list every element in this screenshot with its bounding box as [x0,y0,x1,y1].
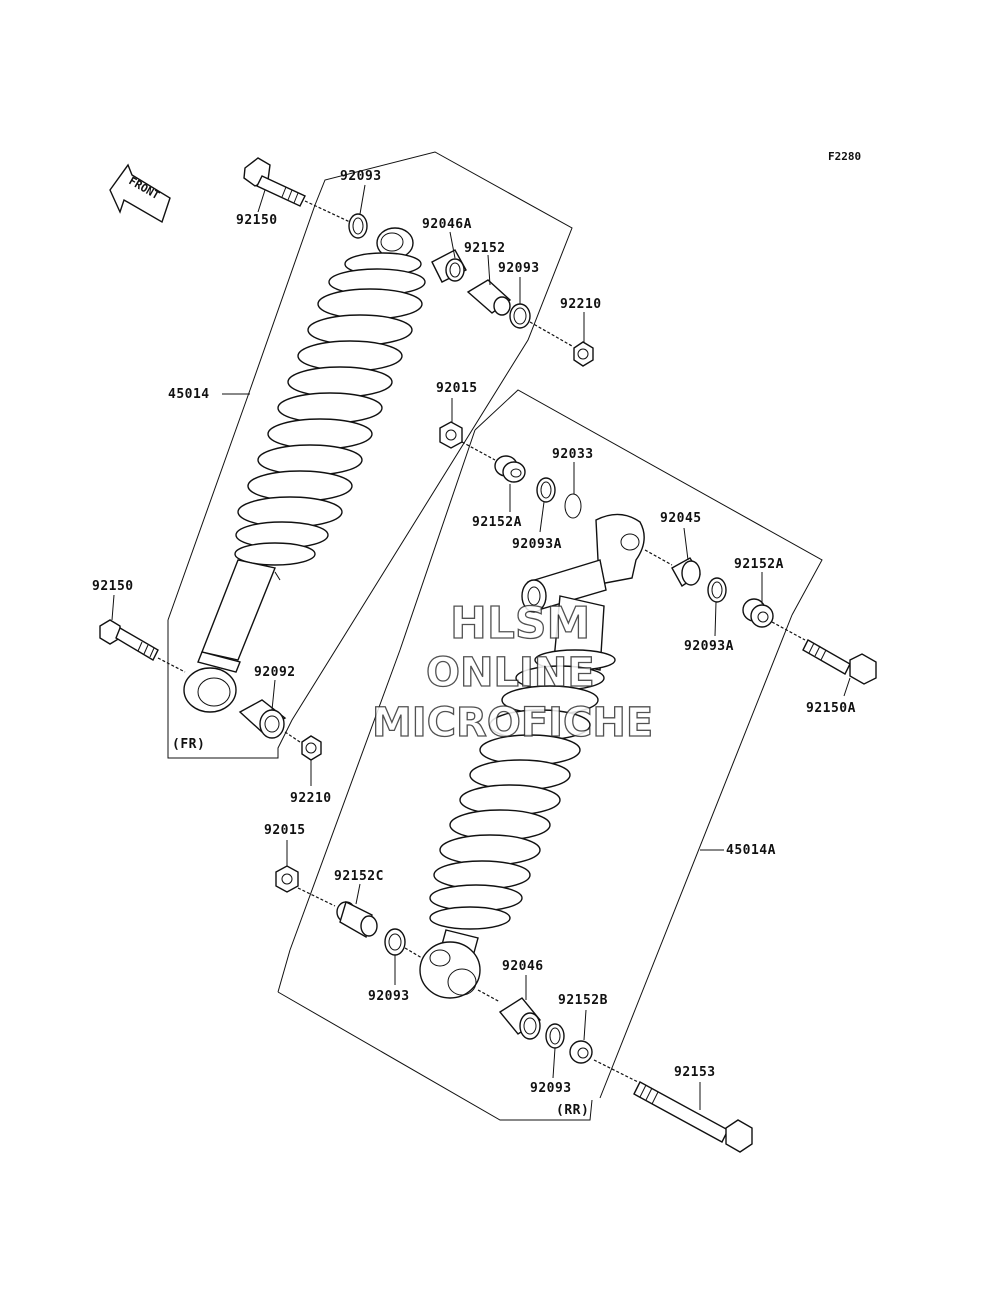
label-rear-shock: 45014A [726,843,776,858]
rear-bottom-nut [275,865,299,893]
front-coil-spring [234,252,426,566]
front-bottom-eye [183,667,237,713]
front-shock-body [197,559,281,673]
front-top-collar [466,279,512,316]
label-front-shock: 45014 [168,387,210,402]
front-direction-arrow-icon: FRONT [109,163,171,224]
front-bottom-bolt [99,619,186,673]
rear-top-collar-right [742,598,774,628]
front-bottom-bushing [238,699,287,739]
label-rear-bolt-bottom: 92153 [674,1065,716,1080]
figure-code: F2280 [828,150,861,163]
label-front-nut-bottom: 92210 [290,791,332,806]
rear-bottom-collar-left [336,901,378,939]
rear-top-collar [494,455,526,483]
label-rear-collar-bottom-left: 92152C [334,869,384,884]
rear-top-nut [439,421,463,449]
rear-bottom-bushing [498,997,542,1040]
label-front-bushing-top: 92046A [422,217,472,232]
rear-bottom-collar-right [569,1040,593,1064]
label-front-bushing-bottom: 92092 [254,665,296,680]
label-rear-nut-top: 92015 [436,381,478,396]
front-bottom-nut [301,735,322,761]
part-labels: 92150 92093 92046A 92152 92093 92210 450… [92,169,856,1118]
rear-group-bracket [474,389,823,616]
rear-bottom-eye [419,929,481,999]
label-front-washer-top: 92093 [340,169,382,184]
front-group-bracket [167,151,573,759]
rear-circlip [564,493,582,519]
label-rear-washer-top-right: 92093A [684,639,734,654]
rear-top-bushing [671,557,701,588]
rear-top-washer-right [707,577,727,603]
label-rear-circlip: 92033 [552,447,594,462]
front-top-washer [348,213,368,239]
rear-bottom-washer-left [384,928,406,956]
rear-shock-body [534,595,616,671]
front-top-nut [573,341,594,367]
rear-top-washer-left [536,477,556,503]
label-rear-collar-bottom-right: 92152B [558,993,608,1008]
label-front-collar-top: 92152 [464,241,506,256]
front-top-bolt [243,157,351,223]
front-top-bushing [431,249,467,283]
label-rear-collar-top-right: 92152A [734,557,784,572]
label-rear-washer-bottom-left: 92093 [368,989,410,1004]
label-rear-washer-bottom-right: 92093 [530,1081,572,1096]
watermark-line-1: HLSM [450,598,590,649]
label-front-bolt-bottom: 92150 [92,579,134,594]
label-front-group: (FR) [172,737,205,752]
label-front-nut-top: 92210 [560,297,602,312]
label-rear-bushing-bottom: 92046 [502,959,544,974]
label-rear-nut-bottom: 92015 [264,823,306,838]
watermark-line-3: MICROFICHE [372,700,653,746]
watermark-line-2: ONLINE [426,650,595,696]
rear-coil-spring [429,665,605,930]
label-rear-group: (RR) [556,1103,589,1118]
label-rear-bolt-top: 92150A [806,701,856,716]
label-rear-collar-top: 92152A [472,515,522,530]
watermark: HLSM ONLINE MICROFICHE [371,597,654,746]
label-front-bolt-top: 92150 [236,213,278,228]
label-rear-bushing-top: 92045 [660,511,702,526]
rear-bottom-bolt [633,1081,753,1153]
rear-top-bolt [802,639,877,685]
label-front-washer-top-2: 92093 [498,261,540,276]
label-rear-washer-top-left: 92093A [512,537,562,552]
rear-top-clevis [521,513,645,613]
leader-lines [111,184,851,1110]
